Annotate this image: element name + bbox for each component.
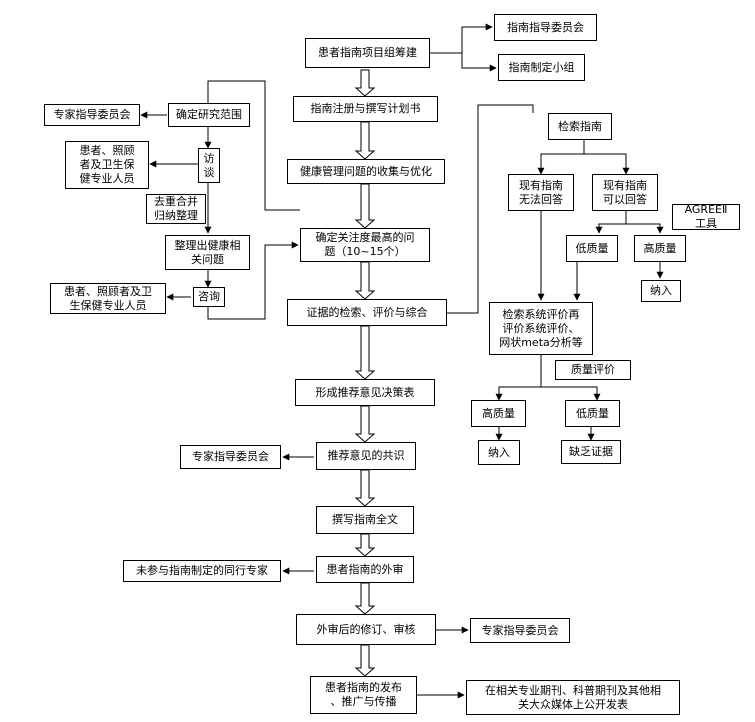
main-flow-arrows — [354, 69, 376, 677]
recommendation-consensus: 推荐意见的共识 — [316, 442, 416, 470]
quality-assessment: 质量评价 — [555, 360, 631, 380]
publish-and-promote: 患者指南的发布 、推广与传播 — [310, 676, 417, 714]
guideline-working-group: 指南制定小组 — [498, 54, 585, 81]
agree-ii-tool: AGREEⅡ 工具 — [672, 204, 740, 230]
lack-of-evidence: 缺乏证据 — [561, 440, 621, 464]
low-quality-guideline: 低质量 — [566, 235, 618, 262]
write-full-guideline: 撰写指南全文 — [316, 506, 414, 534]
evidence-search-synthesis: 证据的检索、评价与综合 — [287, 299, 447, 326]
recommendation-decision-table: 形成推荐意见决策表 — [295, 379, 435, 406]
summarize-health-issues: 整理出健康相 关问题 — [165, 235, 250, 270]
include-evidence: 纳入 — [478, 440, 520, 465]
search-systematic-reviews: 检索系统评价再 评价系统评价、 网状meta分析等 — [489, 302, 593, 355]
peer-experts-not-involved: 未参与指南制定的同行专家 — [123, 560, 281, 582]
project-team-setup: 患者指南项目组筹建 — [305, 38, 430, 68]
high-quality-guideline: 高质量 — [634, 235, 686, 262]
post-review-revision: 外审后的修订、审核 — [296, 614, 436, 645]
guideline-committee-top: 指南指导委员会 — [494, 14, 597, 41]
determine-research-scope: 确定研究范围 — [168, 103, 250, 127]
interview-step: 访 谈 — [198, 148, 220, 183]
stakeholders-consult-group: 患者、照顾者及卫 生保健专业人员 — [50, 283, 166, 314]
collect-optimize-issues: 健康管理问题的收集与优化 — [287, 159, 445, 184]
high-quality-evidence: 高质量 — [471, 400, 526, 427]
register-and-plan: 指南注册与撰写计划书 — [293, 96, 438, 122]
existing-guideline-can-answer: 现有指南 可以回答 — [592, 174, 658, 211]
expert-committee-left: 专家指导委员会 — [44, 104, 140, 126]
low-quality-evidence: 低质量 — [565, 400, 620, 427]
dedup-merge-label: 去重合并 归纳整理 — [146, 194, 206, 224]
external-review: 患者指南的外审 — [316, 556, 414, 583]
determine-top-questions: 确定关注度最高的问 题（10~15个） — [300, 228, 430, 262]
consult-step: 咨询 — [193, 287, 225, 307]
publish-channels: 在相关专业期刊、科普期刊及其他相 关大众媒体上公开发表 — [466, 680, 680, 715]
stakeholders-interview-group: 患者、照顾 者及卫生保 健专业人员 — [65, 141, 149, 189]
existing-guideline-cannot-answer: 现有指南 无法回答 — [508, 174, 574, 211]
expert-committee-revision: 专家指导委员会 — [470, 618, 570, 643]
include-guideline: 纳入 — [641, 280, 681, 302]
expert-committee-consensus: 专家指导委员会 — [180, 445, 281, 469]
search-guidelines: 检索指南 — [548, 113, 612, 140]
